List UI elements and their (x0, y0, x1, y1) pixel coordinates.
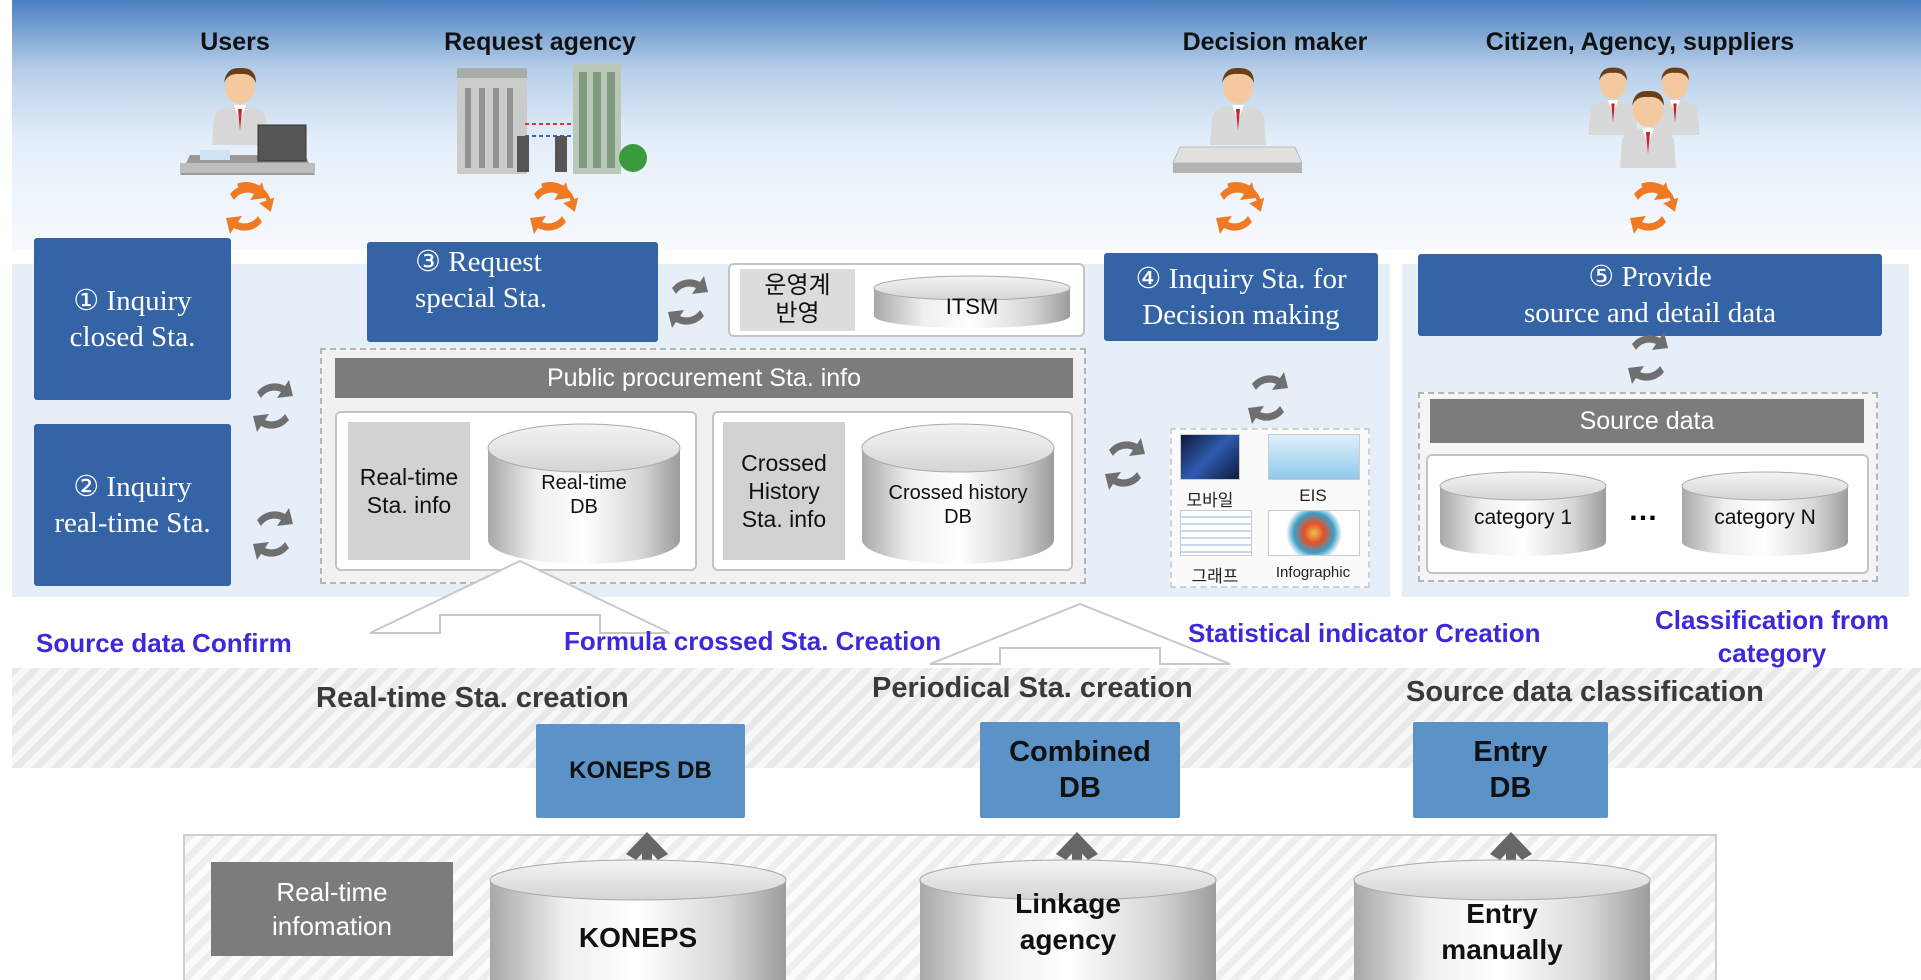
infographic-thumb-icon (1268, 510, 1360, 556)
source-data-title: Source data (1430, 399, 1864, 443)
graph-thumb-icon (1180, 510, 1252, 556)
sync-icon-output (1105, 438, 1145, 490)
role-decision-maker: Decision maker (1182, 28, 1368, 56)
realtime-info-label: Real-time infomation (211, 862, 453, 956)
caption-formula: Formula crossed Sta. Creation (564, 626, 942, 656)
realtime-sta-label: Real-time Sta. info (348, 422, 470, 560)
graph-label: 그래프 (1191, 567, 1239, 586)
category-1-cylinder: category 1 (1438, 470, 1608, 560)
sync-icon-decision-down (1248, 372, 1288, 424)
arrow-up-linkage-icon (1056, 832, 1098, 864)
realtime-db-cylinder: Real-time DB (486, 420, 682, 568)
role-citizen: Citizen, Agency, suppliers (1485, 28, 1795, 56)
citizen-group-icon (1578, 65, 1713, 175)
role-request-agency: Request agency (444, 28, 636, 56)
crossed-db-cylinder: Crossed history DB (860, 420, 1056, 568)
crossed-sta-label: Crossed History Sta. info (723, 422, 845, 560)
decision-making-box: ④ Inquiry Sta. for Decision making (1104, 253, 1378, 341)
koneps-cylinder: KONEPS (488, 858, 788, 980)
sync-icon-citizen (1630, 180, 1678, 234)
caption-classification: Classification from category (1654, 605, 1890, 668)
eis-label: EIS (1299, 486, 1327, 505)
sync-icon-realtime (253, 508, 293, 560)
linkage-cylinder: Linkage agency (918, 858, 1218, 980)
sync-icon-agency (530, 180, 578, 234)
periodical-creation-heading: Periodical Sta. creation (872, 672, 1193, 704)
inquiry-closed-box: ① Inquiry closed Sta. (34, 238, 231, 400)
up-arrow-realtime-icon (369, 559, 671, 634)
agency-buildings-icon (455, 58, 650, 176)
category-n-cylinder: category N (1680, 470, 1850, 560)
source-classification-heading: Source data classification (1406, 676, 1764, 708)
eis-thumb-icon (1268, 434, 1360, 480)
sync-icon-decision (1216, 180, 1264, 234)
sync-icon-closed (253, 380, 293, 432)
provide-source-box: ⑤ Provide source and detail data (1418, 254, 1882, 336)
request-special-box: ③ Request special Sta. (367, 242, 658, 342)
caption-source-confirm: Source data Confirm (36, 628, 292, 658)
inquiry-realtime-box: ② Inquiry real-time Sta. (34, 424, 231, 586)
sync-icon-ops (668, 276, 708, 328)
entry-db-box: Entry DB (1413, 722, 1608, 818)
arrow-up-koneps-icon (626, 832, 668, 864)
realtime-creation-heading: Real-time Sta. creation (316, 682, 629, 714)
sync-icon-provide-down (1628, 332, 1668, 384)
role-users: Users (200, 28, 270, 56)
public-info-title: Public procurement Sta. info (335, 358, 1073, 398)
category-ellipsis: … (1628, 494, 1658, 527)
sync-icon-users (226, 180, 274, 234)
up-arrow-periodical-icon (929, 602, 1231, 665)
combined-db-box: Combined DB (980, 722, 1180, 818)
caption-indicator: Statistical indicator Creation (1188, 618, 1541, 648)
user-at-desk-icon (180, 65, 315, 175)
decision-maker-icon (1170, 65, 1305, 175)
ops-label: 운영계 반영 (740, 269, 855, 331)
arrow-up-entry-icon (1490, 832, 1532, 864)
mobile-label: 모바일 (1186, 491, 1234, 510)
itsm-cylinder: ITSM (872, 274, 1072, 330)
koneps-db-box: KONEPS DB (536, 724, 745, 818)
entry-manually-cylinder: Entry manually (1352, 858, 1652, 980)
infographic-label: Infographic (1275, 564, 1351, 581)
mobile-thumb-icon (1180, 434, 1240, 480)
